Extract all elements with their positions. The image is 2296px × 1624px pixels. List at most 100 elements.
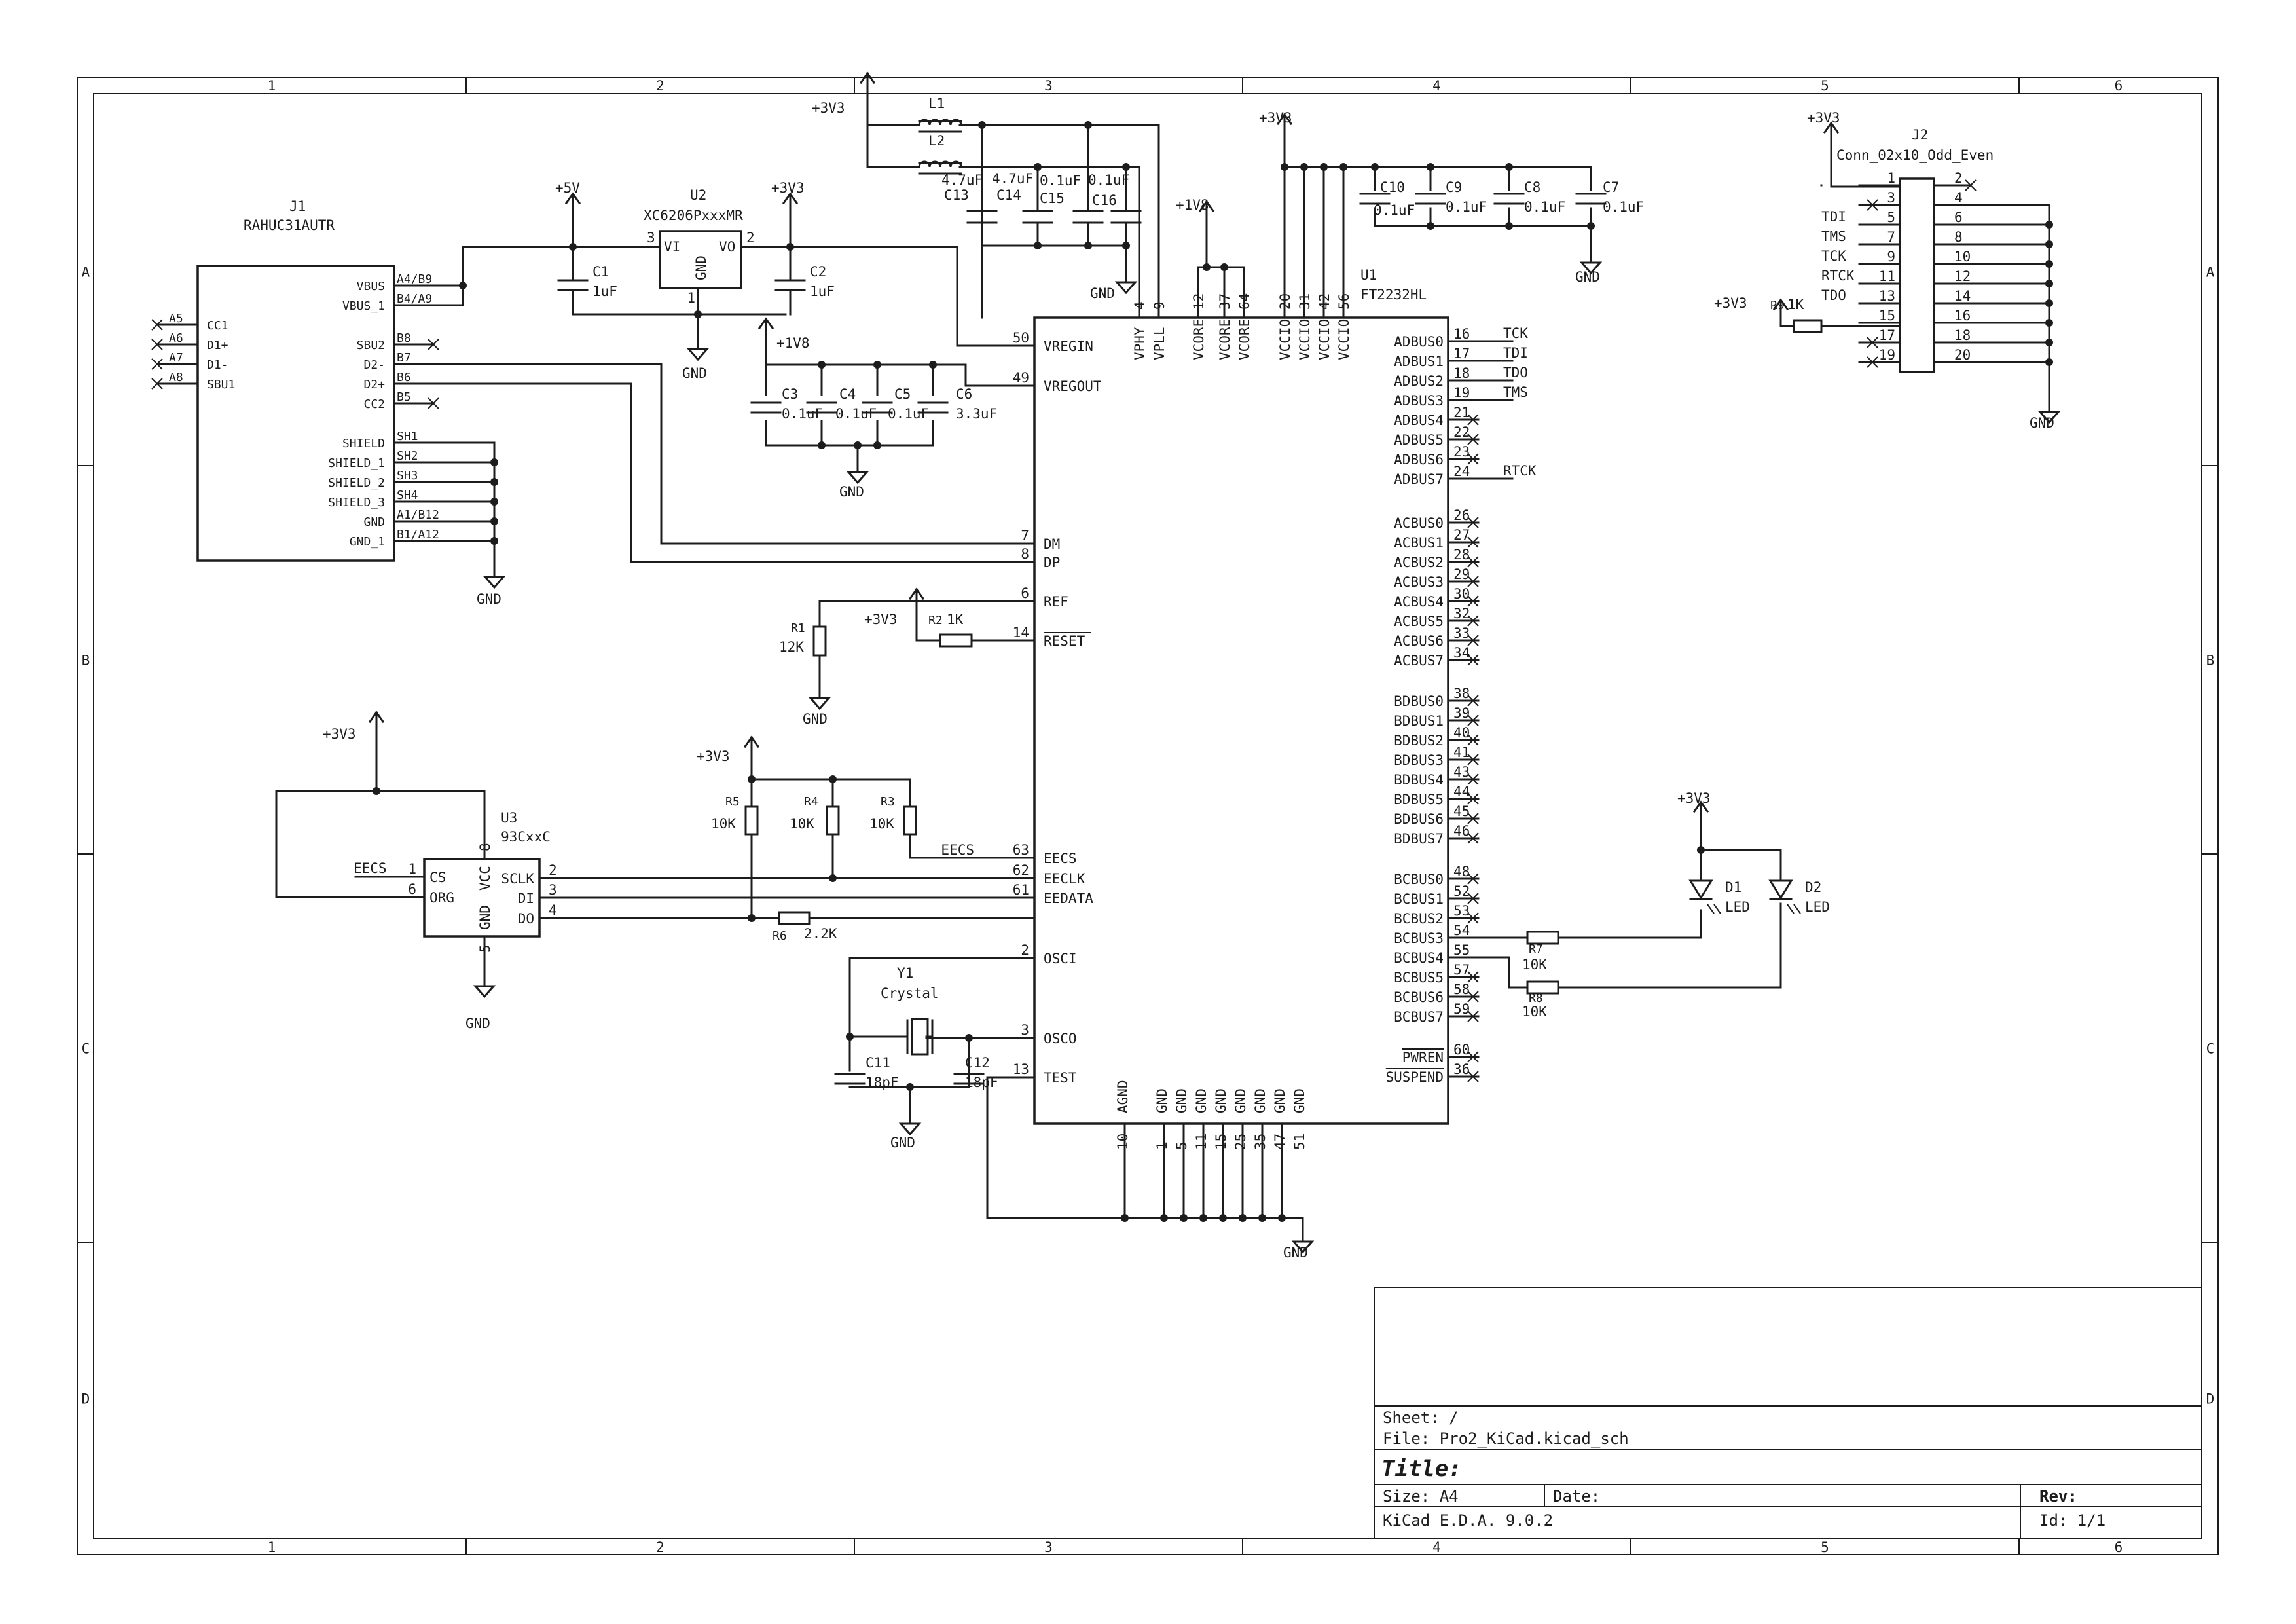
u1-pin-name: GND <box>1194 1088 1209 1113</box>
c1-ref: C1 <box>592 264 609 280</box>
u1-pin-name: BDBUS0 <box>1394 693 1444 709</box>
u1-pin-number: 44 <box>1453 784 1470 800</box>
junction-dot <box>1505 163 1513 171</box>
capacitor-icon <box>806 401 837 414</box>
capacitor-icon <box>1110 210 1142 224</box>
crystal-body-icon <box>911 1018 929 1056</box>
frame-col-label-bottom: 5 <box>1821 1540 1829 1555</box>
u2-pin-number: 3 <box>647 230 655 246</box>
junction-dot <box>1122 242 1130 249</box>
u1-pin-name: OSCO <box>1044 1031 1077 1046</box>
title-block-title: Title: <box>1381 1456 1462 1482</box>
r5-ref: R5 <box>725 795 740 809</box>
u1-pin-number: 36 <box>1453 1061 1470 1077</box>
resistor-icon <box>903 805 917 836</box>
u1-pin-number: 39 <box>1453 705 1470 721</box>
u1-pin-name: BDBUS4 <box>1394 772 1444 788</box>
j1-pin-name: SHIELD_3 <box>328 496 385 509</box>
led-icon <box>1768 879 1793 900</box>
u1-pin-name: ACBUS7 <box>1394 653 1444 669</box>
u1-pin-number: 35 <box>1252 1134 1268 1150</box>
u1-value: FT2232HL <box>1360 287 1427 303</box>
j1-pin-number: A4/B9 <box>397 272 432 286</box>
c4-ref: C4 <box>839 386 856 402</box>
power-arrow-icon <box>1823 121 1840 151</box>
gnd-label-crystal: GND <box>890 1135 915 1151</box>
power-label-1v8-vcore: +1V8 <box>1176 197 1209 213</box>
component-bodies <box>196 177 1935 1125</box>
u1-pin-number: 19 <box>1453 385 1470 401</box>
power-label-3v3-u2: +3V3 <box>771 180 805 196</box>
j1-pin-number: B6 <box>397 371 411 384</box>
u1-pin-name: VPHY <box>1132 327 1148 360</box>
u1-pin-name: DP <box>1044 555 1060 570</box>
u2-value: XC6206PxxxMR <box>644 208 743 223</box>
u2-pin-name: VI <box>664 239 680 255</box>
r8-value: 10K <box>1522 1004 1547 1020</box>
power-label-1v8-caps: +1V8 <box>776 335 810 351</box>
d1-value: LED <box>1725 899 1750 915</box>
u1-pin-name: ACBUS6 <box>1394 633 1444 649</box>
capacitor-icon <box>862 401 893 414</box>
u1-pin-name: BCBUS4 <box>1394 950 1444 966</box>
u1-pin-number: 50 <box>1013 330 1029 346</box>
u1-pin-number: 51 <box>1292 1134 1307 1150</box>
frame-row-label-right: A <box>2206 265 2215 280</box>
u1-pin-number: 33 <box>1453 625 1470 641</box>
net-label-eecs-u3: EECS <box>354 860 387 876</box>
junction-dot <box>2045 299 2053 307</box>
junction-dot <box>748 914 756 922</box>
junction-dot <box>1697 846 1705 854</box>
junction-dot <box>490 458 498 466</box>
u1-pin-name: ACBUS2 <box>1394 555 1444 570</box>
c13-ref: C13 <box>944 187 969 203</box>
frame-row-label-left: C <box>82 1041 90 1057</box>
junction-dot <box>490 517 498 525</box>
j1-pin-name: VBUS_1 <box>342 299 385 313</box>
u1-pin-number: 58 <box>1453 982 1470 997</box>
j1-body <box>196 265 395 562</box>
j2-pin-number: 4 <box>1954 190 1963 206</box>
j1-pin-name: SHIELD <box>342 437 385 451</box>
frame-col-label-top: 3 <box>1044 78 1053 94</box>
u1-pin-name: BCBUS6 <box>1394 989 1444 1005</box>
junction-dot <box>1160 1214 1168 1222</box>
u1-pin-name: ACBUS4 <box>1394 594 1444 610</box>
u1-pin-number: 31 <box>1297 293 1313 310</box>
u1-pin-name: BDBUS3 <box>1394 752 1444 768</box>
junction-dot <box>1278 1214 1286 1222</box>
junction-dot <box>2045 260 2053 268</box>
gnd-label-u2: GND <box>682 365 707 381</box>
u1-pin-name: GND <box>1154 1088 1170 1113</box>
power-label-3v3-r2: +3V3 <box>864 612 898 627</box>
c14-ref: C14 <box>996 187 1021 203</box>
u1-pin-number: 43 <box>1453 764 1470 780</box>
capacitor-icon <box>1072 210 1104 224</box>
u3-pin-name: DI <box>518 891 534 906</box>
j1-pin-number: SH1 <box>397 430 418 443</box>
junction-dot <box>1180 1214 1188 1222</box>
u1-body <box>1033 316 1449 1125</box>
u1-pin-number: 7 <box>1021 528 1029 544</box>
u2-ref: U2 <box>690 187 706 203</box>
j2-pin-number: 7 <box>1887 229 1895 245</box>
junction-dot <box>1084 121 1092 129</box>
j1-pin-number: B5 <box>397 390 411 404</box>
c8-value: 0.1uF <box>1524 199 1565 215</box>
u1-pin-number: 23 <box>1453 444 1470 460</box>
c10-value: 0.1uF <box>1374 202 1415 218</box>
u1-pin-number: 62 <box>1013 862 1029 878</box>
j2-net-label: TDI <box>1821 209 1846 225</box>
junctions <box>373 121 2053 1222</box>
j2-net-label: RTCK <box>1821 268 1855 284</box>
junction-dot <box>373 787 380 795</box>
capacitor-icon <box>774 279 806 291</box>
u1-pin-name: GND <box>1174 1088 1190 1113</box>
j1-pin-number: B1/A12 <box>397 528 439 542</box>
junction-dot <box>490 537 498 545</box>
frame-col-label-bottom: 1 <box>268 1540 276 1555</box>
d2-value: LED <box>1805 899 1830 915</box>
u1-pin-name: VREGIN <box>1044 339 1093 354</box>
u1-pin-number: 47 <box>1272 1134 1288 1150</box>
j1-pin-number: SH2 <box>397 449 418 463</box>
